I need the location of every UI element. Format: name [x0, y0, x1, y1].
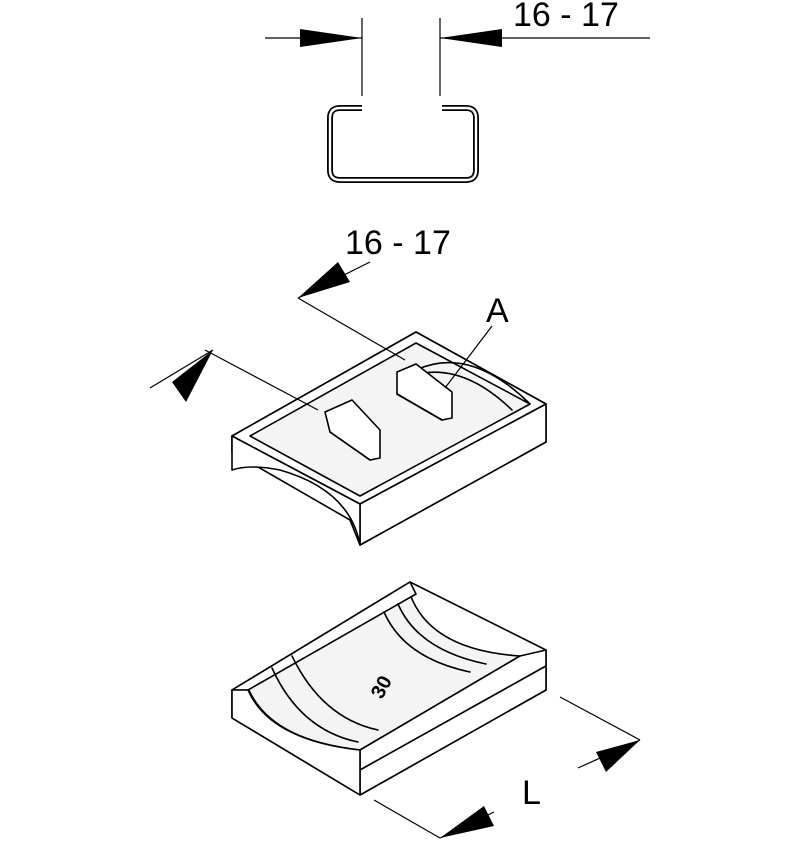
arrow-head-L-right [596, 740, 640, 772]
lower-saddle-part: 30 [231, 581, 547, 796]
extension-line-L-left [373, 799, 441, 839]
middle-dimension: 16 - 17 A [149, 224, 509, 411]
dimension-leader-bottom [149, 349, 214, 389]
lower-saddle-left-face [231, 689, 361, 796]
length-dimension: L [373, 696, 641, 839]
extension-line-upper [297, 297, 406, 361]
extension-line-L-right [559, 696, 641, 741]
arrow-head-left [300, 29, 362, 47]
c-profile-outline [327, 105, 479, 183]
arrow-head-L-left [440, 806, 494, 838]
upper-clamp-part [231, 331, 547, 546]
arrow-head-lower [172, 350, 213, 402]
upper-clamp-left-face [231, 435, 361, 546]
callout-a-label: A [486, 292, 509, 330]
middle-dimension-label: 16 - 17 [345, 224, 451, 262]
top-dimension-label: 16 - 17 [513, 0, 619, 34]
arrow-head-right [440, 29, 502, 47]
arrow-head-upper [298, 262, 350, 298]
length-label: L [522, 774, 541, 812]
extension-line-lower [204, 349, 319, 411]
inner-saddle-curve [415, 361, 531, 405]
c-profile-section: 16 - 17 [265, 0, 650, 183]
callout-a-leader [444, 325, 493, 389]
